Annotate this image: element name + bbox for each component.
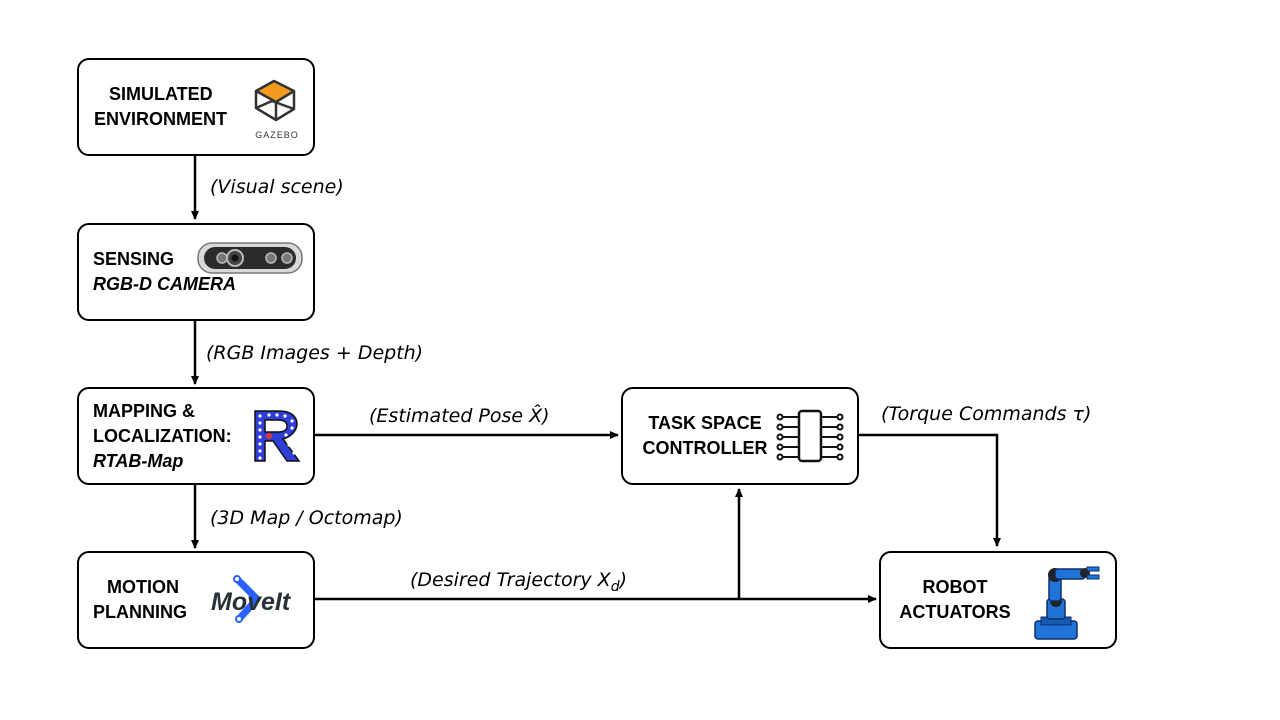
arrow-controller-to-actuators [858, 433, 1001, 547]
node-subtitle: RTAB-Map [93, 451, 184, 471]
gazebo-logo-icon: GAZEBO [254, 79, 299, 140]
edge-label-estimated-pose: (Estimated Pose X̂) [369, 405, 550, 427]
edge-label-rgb-depth: (RGB Images + Depth) [206, 342, 424, 364]
node-title-line: MOTION [107, 577, 179, 597]
node-title-line: SENSING [93, 249, 175, 269]
moveit-logo-text: MoveIt [211, 588, 292, 616]
node-title-line: PLANNING [93, 602, 187, 622]
node-title-line: MAPPING & [93, 401, 196, 421]
rtab-map-logo-icon [254, 410, 301, 462]
edge-label-visual-scene: (Visual scene) [210, 176, 344, 198]
node-title-line: ACTUATORS [899, 602, 1011, 622]
gazebo-logo-text: GAZEBO [255, 130, 299, 140]
node-title-line: SIMULATED [109, 84, 213, 104]
rgbd-camera-icon [197, 242, 303, 274]
node-subtitle: RGB-D CAMERA [93, 274, 236, 294]
edge-label-torque: (Torque Commands τ) [881, 403, 1092, 425]
node-title-line: CONTROLLER [642, 438, 768, 458]
node-title-line: TASK SPACE [648, 413, 762, 433]
task-space-controller-node: TASK SPACE CONTROLLER [621, 387, 859, 485]
moveit-logo-icon: MoveIt [211, 575, 292, 623]
edge-label-desired-trajectory: (Desired Trajectory Xd) [410, 569, 627, 595]
node-title-line: LOCALIZATION: [93, 426, 232, 446]
desired-trajectory-subscript: d [610, 578, 620, 595]
chip-icon [776, 409, 844, 463]
desired-trajectory-text: (Desired Trajectory X [410, 569, 611, 591]
edge-label-map-octomap: (3D Map / Octomap) [210, 507, 403, 529]
sensing-node: SENSING RGB-D CAMERA [77, 223, 315, 321]
node-title-line: ENVIRONMENT [94, 109, 228, 129]
robot-actuators-node: ROBOT ACTUATORS [879, 551, 1117, 649]
desired-trajectory-close: ) [619, 569, 628, 591]
motion-planning-node: MOTION PLANNING MoveIt [77, 551, 315, 649]
node-title-line: ROBOT [922, 577, 988, 597]
simulated-environment-node: SIMULATED ENVIRONMENT GAZEBO [77, 58, 315, 156]
mapping-localization-node: MAPPING & LOCALIZATION: RTAB-Map [77, 387, 315, 485]
robot-arm-icon [1034, 566, 1100, 640]
